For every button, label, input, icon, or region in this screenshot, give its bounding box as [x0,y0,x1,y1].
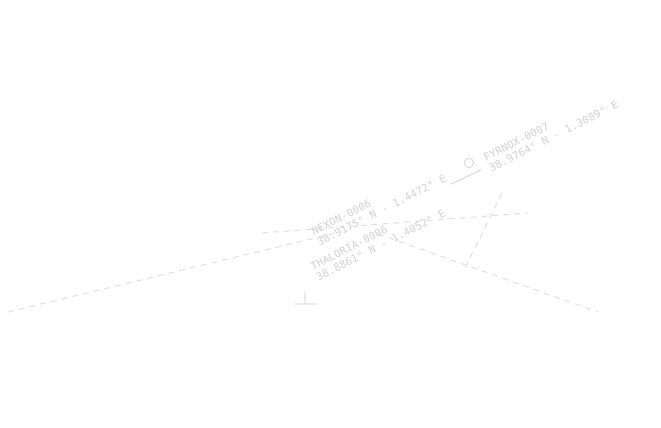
routes [7,192,599,313]
route-left-long [7,232,337,313]
point-fyrnox-coord: 38.9764° N - 1.3089° E [487,99,620,175]
base-marker-icon[interactable] [295,292,317,305]
route-fyrnox-branch [463,192,503,271]
route-horizontal [261,212,529,234]
circle-marker-icon[interactable] [450,158,482,185]
point-fyrnox[interactable]: FYRNOX-0007 38.9764° N - 1.3089° E [482,88,621,175]
route-to-southeast [377,233,599,313]
